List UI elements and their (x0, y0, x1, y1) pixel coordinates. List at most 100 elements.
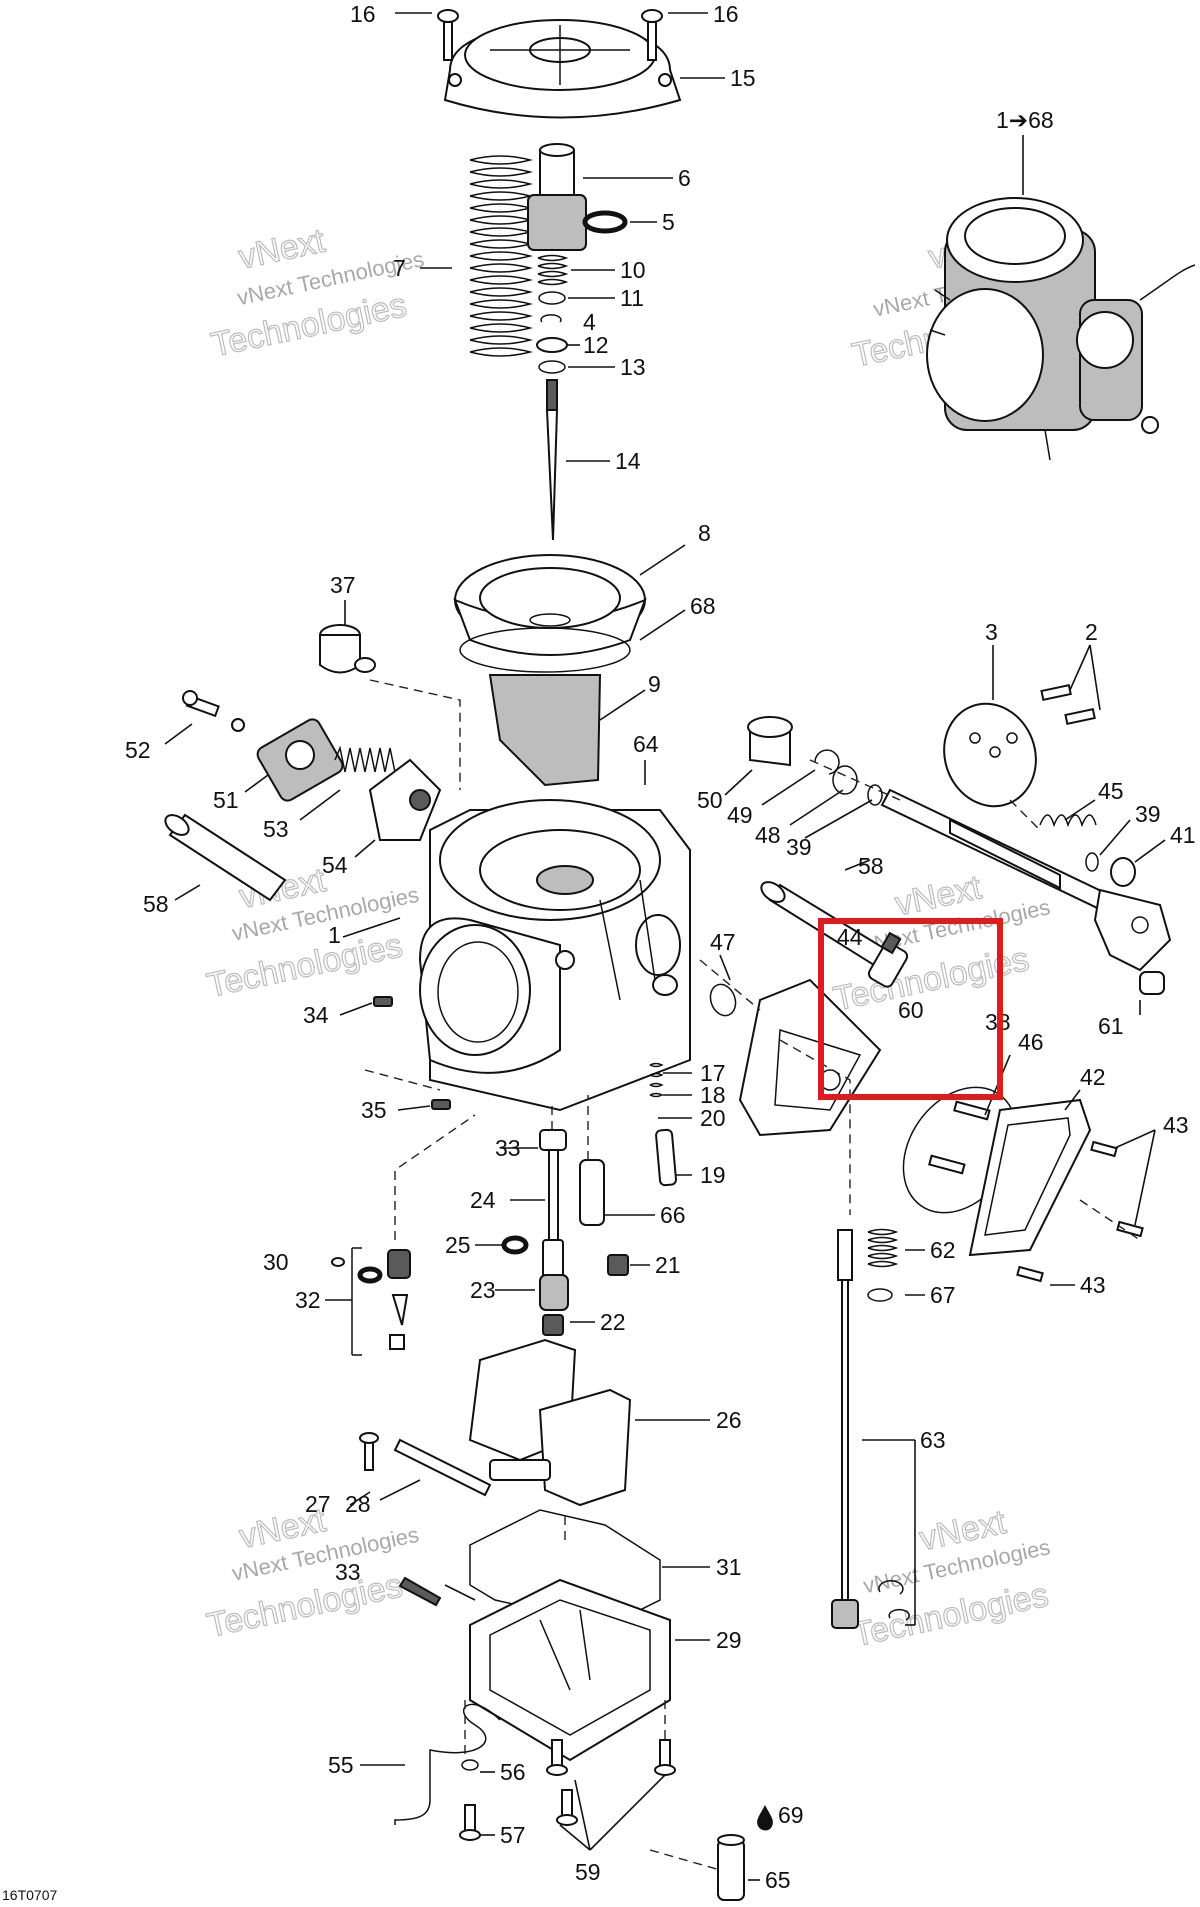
needle-small-parts (536, 254, 569, 374)
drain-screw-33 (398, 1576, 442, 1607)
rod-58-left (164, 813, 287, 902)
callout-42: 42 (1080, 1064, 1106, 1090)
callout-58: 58 (858, 853, 884, 879)
callout-10: 10 (620, 257, 646, 283)
callout-33: 33 (335, 1559, 361, 1585)
bushing-50-49-48 (747, 716, 883, 806)
callout-39: 39 (786, 834, 812, 860)
cap-37 (319, 624, 376, 674)
callout-26: 26 (716, 1407, 742, 1433)
callout-7: 7 (393, 255, 406, 281)
callout-1: 1 (328, 922, 341, 948)
callout-16: 16 (350, 1, 376, 27)
assembly-lines (364, 679, 1141, 1871)
callout-15: 15 (730, 65, 756, 91)
throttle-shaft (880, 788, 1172, 995)
callout-67: 67 (930, 1282, 956, 1308)
oil-drop-icon (757, 1805, 773, 1831)
callout-17: 17 (700, 1060, 726, 1086)
callout-52: 52 (125, 737, 151, 763)
tube-65 (717, 1834, 745, 1901)
callout-25: 25 (445, 1232, 471, 1258)
callout-8: 8 (698, 520, 711, 546)
callout-35: 35 (361, 1097, 387, 1123)
float-bowl-29 (469, 1578, 671, 1762)
callout-30: 30 (263, 1249, 289, 1275)
callout-59: 59 (575, 1859, 601, 1885)
callout-54: 54 (322, 852, 348, 878)
callout-68: 68 (690, 593, 716, 619)
callout-12: 12 (583, 332, 609, 358)
callout-63: 63 (920, 1427, 946, 1453)
callout-16: 16 (713, 1, 739, 27)
callout-43: 43 (1080, 1272, 1106, 1298)
callout-49: 49 (727, 802, 753, 828)
callout-20: 20 (700, 1105, 726, 1131)
callout-9: 9 (648, 671, 661, 697)
needle-valve-32 (331, 1247, 411, 1356)
diaphragm-slide (453, 554, 647, 787)
bowl-screws-57-59 (459, 1739, 676, 1841)
callout-55: 55 (328, 1752, 354, 1778)
highlight-box (818, 918, 1003, 1100)
leader-lines (164, 12, 1166, 1881)
callout-18: 18 (700, 1082, 726, 1108)
callout-45: 45 (1098, 778, 1124, 804)
callout-56: 56 (500, 1759, 526, 1785)
callout-66: 66 (660, 1202, 686, 1228)
callout-60: 60 (898, 997, 924, 1023)
callout-64: 64 (633, 731, 659, 757)
callout-29: 29 (716, 1627, 742, 1653)
callout-22: 22 (600, 1309, 626, 1335)
callout-27: 27 (305, 1491, 331, 1517)
callout-34: 34 (303, 1002, 329, 1028)
top-cover (443, 19, 682, 119)
drawing-reference: 16T0707 (2, 1887, 57, 1903)
callout-labels: 16 16 15 1➔68 6 5 7 10 11 4 12 13 14 8 6… (125, 1, 1196, 1893)
assembled-carburetor-view (926, 135, 1196, 461)
needle-holder (527, 143, 587, 251)
carburetor-body (418, 799, 691, 1112)
watermark-bottom-right: vNext vNext Technologies Technologies (849, 1502, 1052, 1654)
slide-spring (469, 155, 533, 357)
screws-2 (1040, 683, 1096, 725)
float-26 (468, 1338, 632, 1507)
spring-45 (1039, 814, 1136, 887)
callout-4: 4 (583, 309, 596, 335)
callout-69: 69 (778, 1802, 804, 1828)
callout-43: 43 (1163, 1112, 1189, 1138)
callout-50: 50 (697, 787, 723, 813)
cover-42 (968, 1098, 1092, 1257)
callout-6: 6 (678, 165, 691, 191)
callout-51: 51 (213, 787, 239, 813)
callout-11: 11 (620, 285, 644, 311)
callout-3: 3 (985, 619, 998, 645)
callout-33: 33 (495, 1135, 521, 1161)
callout-5: 5 (662, 209, 675, 235)
pump-rod-63 (831, 1228, 910, 1629)
callout-47: 47 (710, 929, 736, 955)
callout-14: 14 (615, 448, 641, 474)
callout-24: 24 (470, 1187, 496, 1213)
callout-13: 13 (620, 354, 646, 380)
callout-58: 58 (143, 891, 169, 917)
callout-28: 28 (345, 1491, 371, 1517)
drain-tube-55 (394, 1703, 501, 1825)
callout-46: 46 (1018, 1029, 1044, 1055)
callout-48: 48 (755, 822, 781, 848)
callout-32: 32 (295, 1287, 321, 1313)
callout-44: 44 (837, 924, 863, 950)
callout-21: 21 (655, 1252, 681, 1278)
plate-54 (368, 758, 442, 841)
callout-19: 19 (700, 1162, 726, 1188)
watermark-top-left: vNext vNext Technologies Technologies (207, 221, 426, 365)
callout-31: 31 (716, 1554, 742, 1580)
float-pin-27-28 (359, 1432, 492, 1497)
callout-assembly: 1➔68 (996, 107, 1054, 133)
callout-53: 53 (263, 816, 289, 842)
spring-53 (334, 745, 396, 773)
callout-23: 23 (470, 1277, 496, 1303)
jet-needle (545, 379, 559, 541)
o-ring-5 (582, 210, 628, 234)
callout-57: 57 (500, 1822, 526, 1848)
